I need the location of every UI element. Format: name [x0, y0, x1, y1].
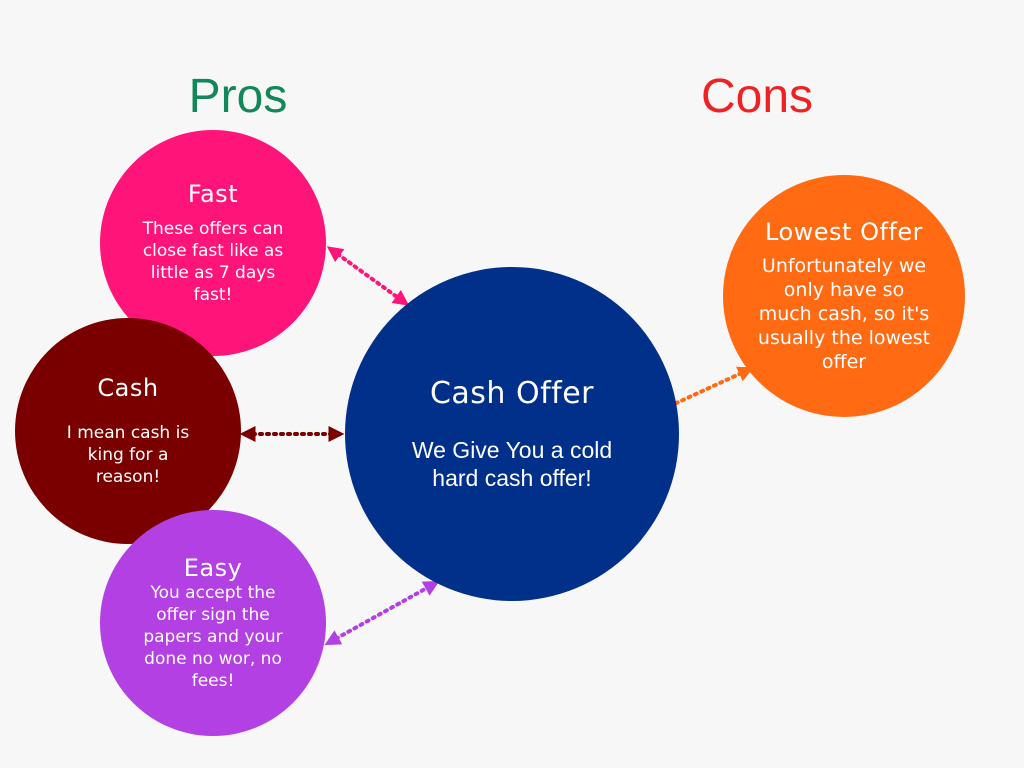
cons-heading: Cons	[700, 70, 814, 123]
lowest-offer-title: Lowest Offer	[765, 218, 923, 246]
lowest-offer-node: Lowest Offer Unfortunately we only have …	[723, 175, 965, 417]
cash-offer-title: Cash Offer	[429, 376, 595, 411]
cash-description: I mean cash is king for a reason!	[66, 423, 190, 487]
easy-to-cash-offer-arrow	[324, 580, 440, 646]
fast-title: Fast	[187, 180, 239, 208]
fast-description: These offers can close fast like as litt…	[142, 219, 284, 305]
easy-title: Easy	[183, 554, 243, 582]
lowest-offer-description: Unfortunately we only have so much cash,…	[757, 255, 931, 373]
cash-offer-node: Cash Offer We Give You a cold hard cash …	[345, 267, 679, 601]
cash-offer-description: We Give You a cold hard cash offer!	[411, 437, 613, 491]
easy-node: Easy You accept the offer sign the paper…	[100, 510, 326, 736]
fast-to-cash-offer-arrow	[326, 246, 410, 306]
cash-node: Cash I mean cash is king for a reason!	[15, 318, 241, 544]
cash-title: Cash	[97, 374, 159, 402]
easy-description: You accept the offer sign the papers and…	[143, 583, 283, 691]
pros-heading: Pros	[188, 70, 288, 123]
